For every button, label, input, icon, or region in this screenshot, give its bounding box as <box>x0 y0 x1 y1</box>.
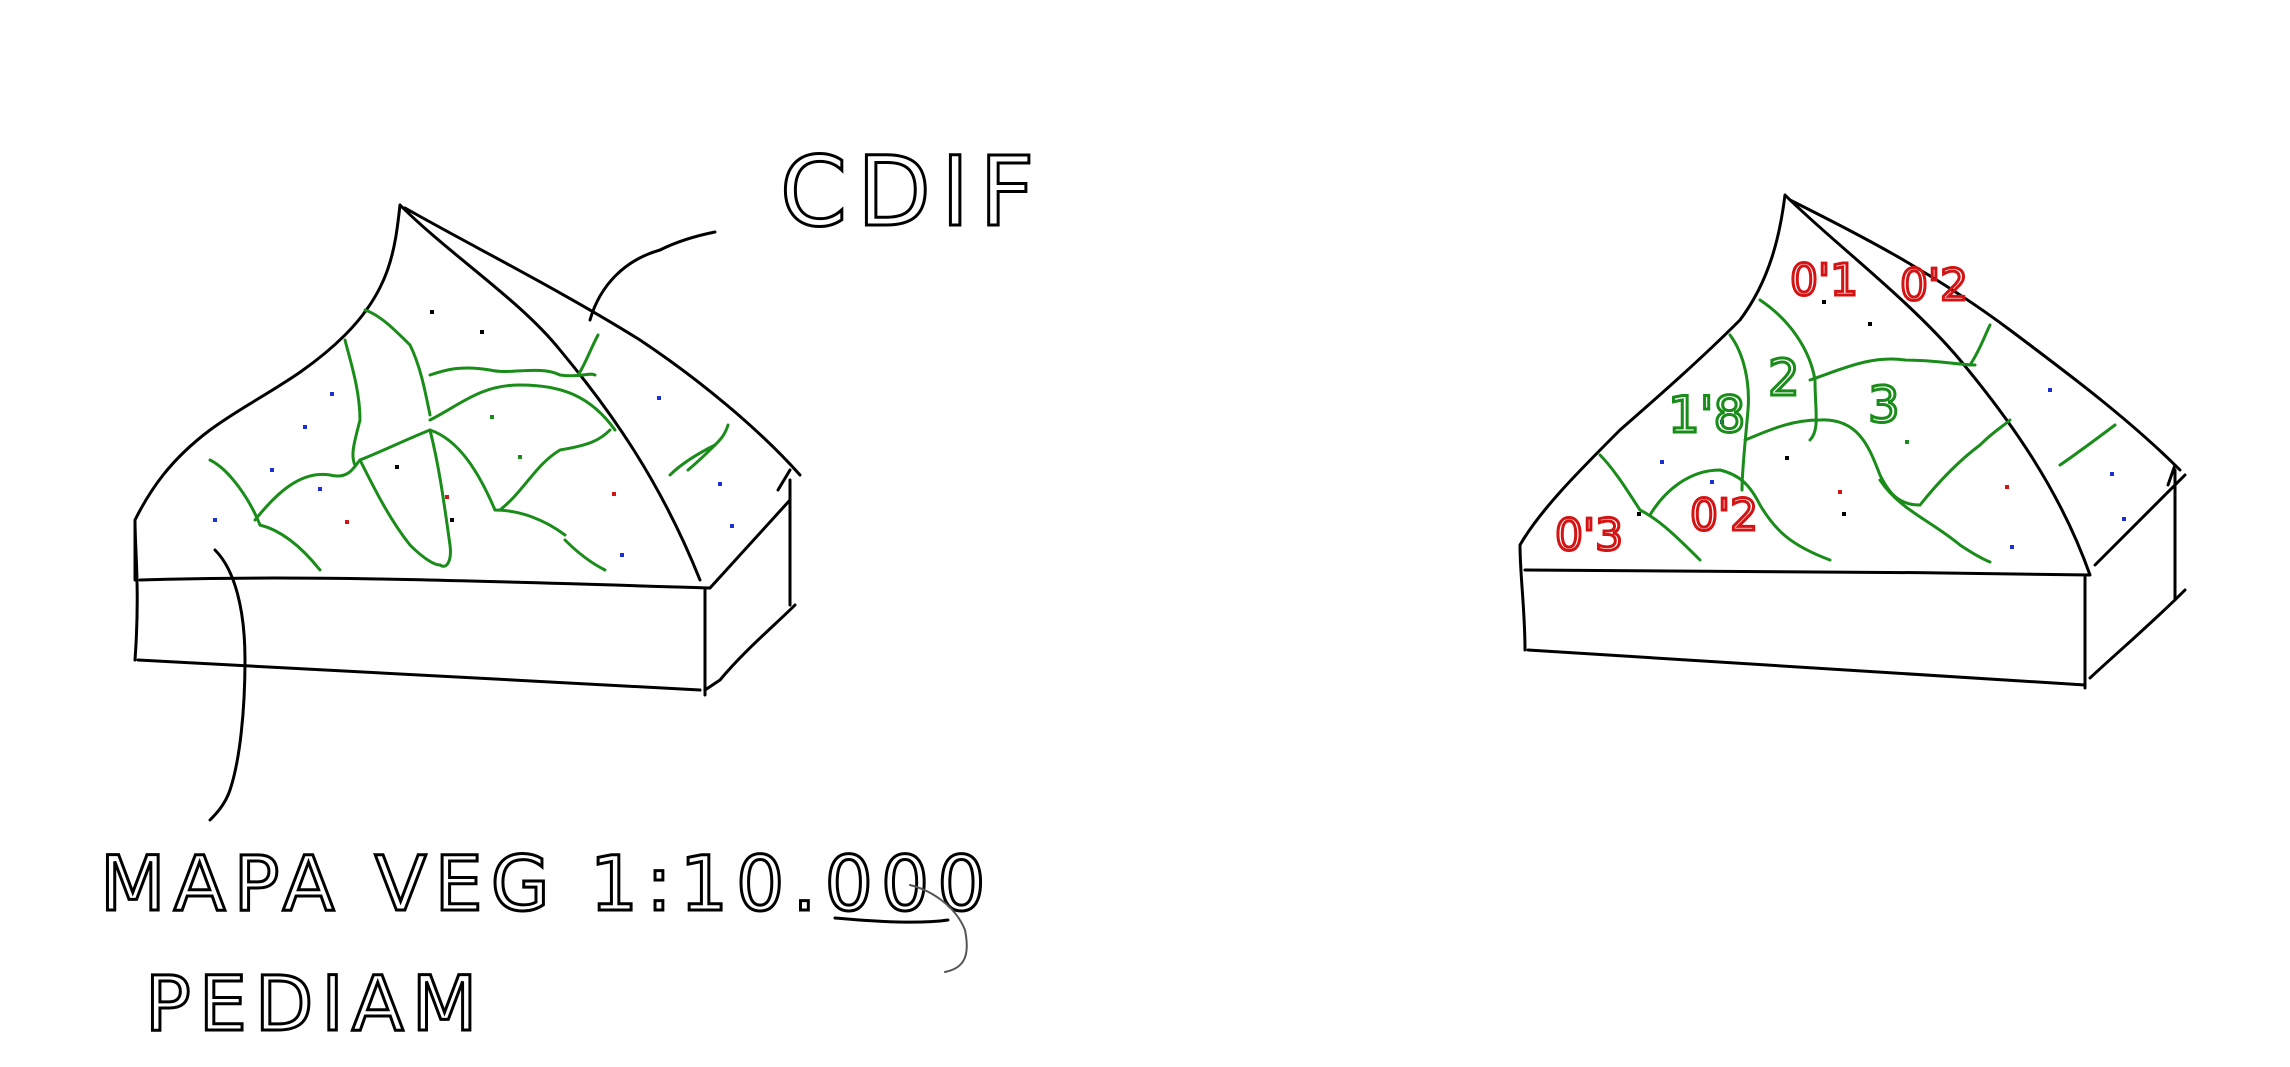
right-points <box>1637 300 2126 549</box>
left-terrain-block <box>133 203 802 822</box>
green-value-3: 3 <box>1868 376 1900 434</box>
cdif-leader-line <box>588 230 717 322</box>
map-leader-line <box>208 548 247 822</box>
red-value-1: 0'1 <box>1790 255 1858 306</box>
green-value-1: 1'8 <box>1668 386 1745 444</box>
map-scale-label: MAPA VEG 1:10.000 <box>100 839 994 928</box>
cdif-label: CDIF <box>780 136 1044 248</box>
left-points <box>213 310 734 557</box>
pediam-label: PEDIAM <box>145 959 485 1048</box>
green-value-2: 2 <box>1768 349 1800 407</box>
left-block-outline <box>133 203 802 697</box>
red-value-2: 0'2 <box>1900 260 1968 311</box>
red-value-4: 0'2 <box>1690 490 1758 541</box>
right-block-outline <box>1518 193 2187 690</box>
right-vegetation-lines <box>1598 298 2117 564</box>
left-vegetation-lines <box>208 308 730 572</box>
right-terrain-block: 1'8 2 3 0'1 0'2 0'3 0'2 <box>1518 193 2187 690</box>
arrow-icon <box>833 884 968 973</box>
red-value-3: 0'3 <box>1555 510 1623 561</box>
